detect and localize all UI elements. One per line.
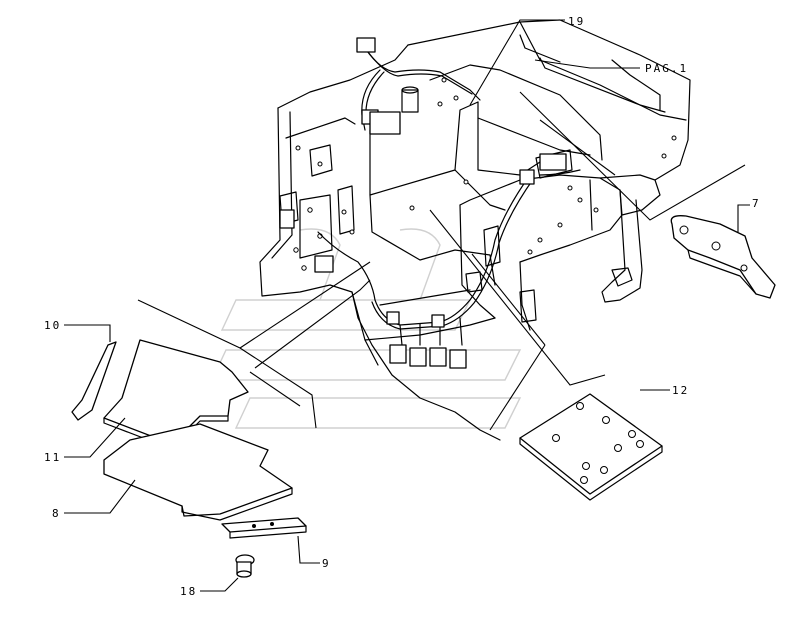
- callout-labels: 19 PAG.1 7 10 11 8 12 9 18: [44, 15, 761, 598]
- part-9-bar: [221, 517, 307, 539]
- callout-10: 10: [44, 319, 61, 332]
- wiring-harness: [279, 37, 581, 369]
- callout-19: 19: [568, 15, 585, 28]
- machine-frame: [259, 19, 691, 441]
- callout-11: 11: [44, 451, 61, 464]
- callout-18: 18: [180, 585, 197, 598]
- callout-8: 8: [52, 507, 61, 520]
- part-7-bracket: [670, 215, 776, 299]
- part-8-floor-plate: [103, 423, 293, 521]
- leader-lines: [64, 19, 750, 592]
- part-18-bolt: [235, 554, 255, 578]
- watermark-logo: [210, 228, 522, 429]
- part-11-cover: [103, 339, 249, 450]
- part-10-strip: [71, 341, 117, 421]
- callout-pag: PAG.1: [645, 62, 688, 75]
- callout-9: 9: [322, 557, 331, 570]
- part-12-plate: [519, 393, 663, 501]
- callout-7: 7: [752, 197, 761, 210]
- callout-12: 12: [672, 384, 689, 397]
